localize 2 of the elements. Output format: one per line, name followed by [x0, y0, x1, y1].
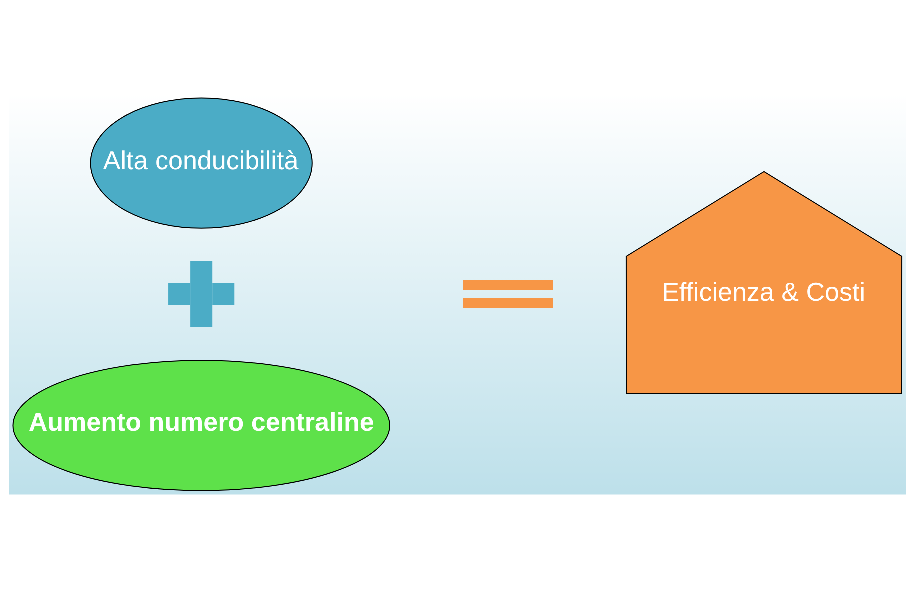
node-ellipse: Aumento numero centraline [12, 360, 390, 492]
node-ellipse: Alta conducibilità [90, 98, 312, 229]
